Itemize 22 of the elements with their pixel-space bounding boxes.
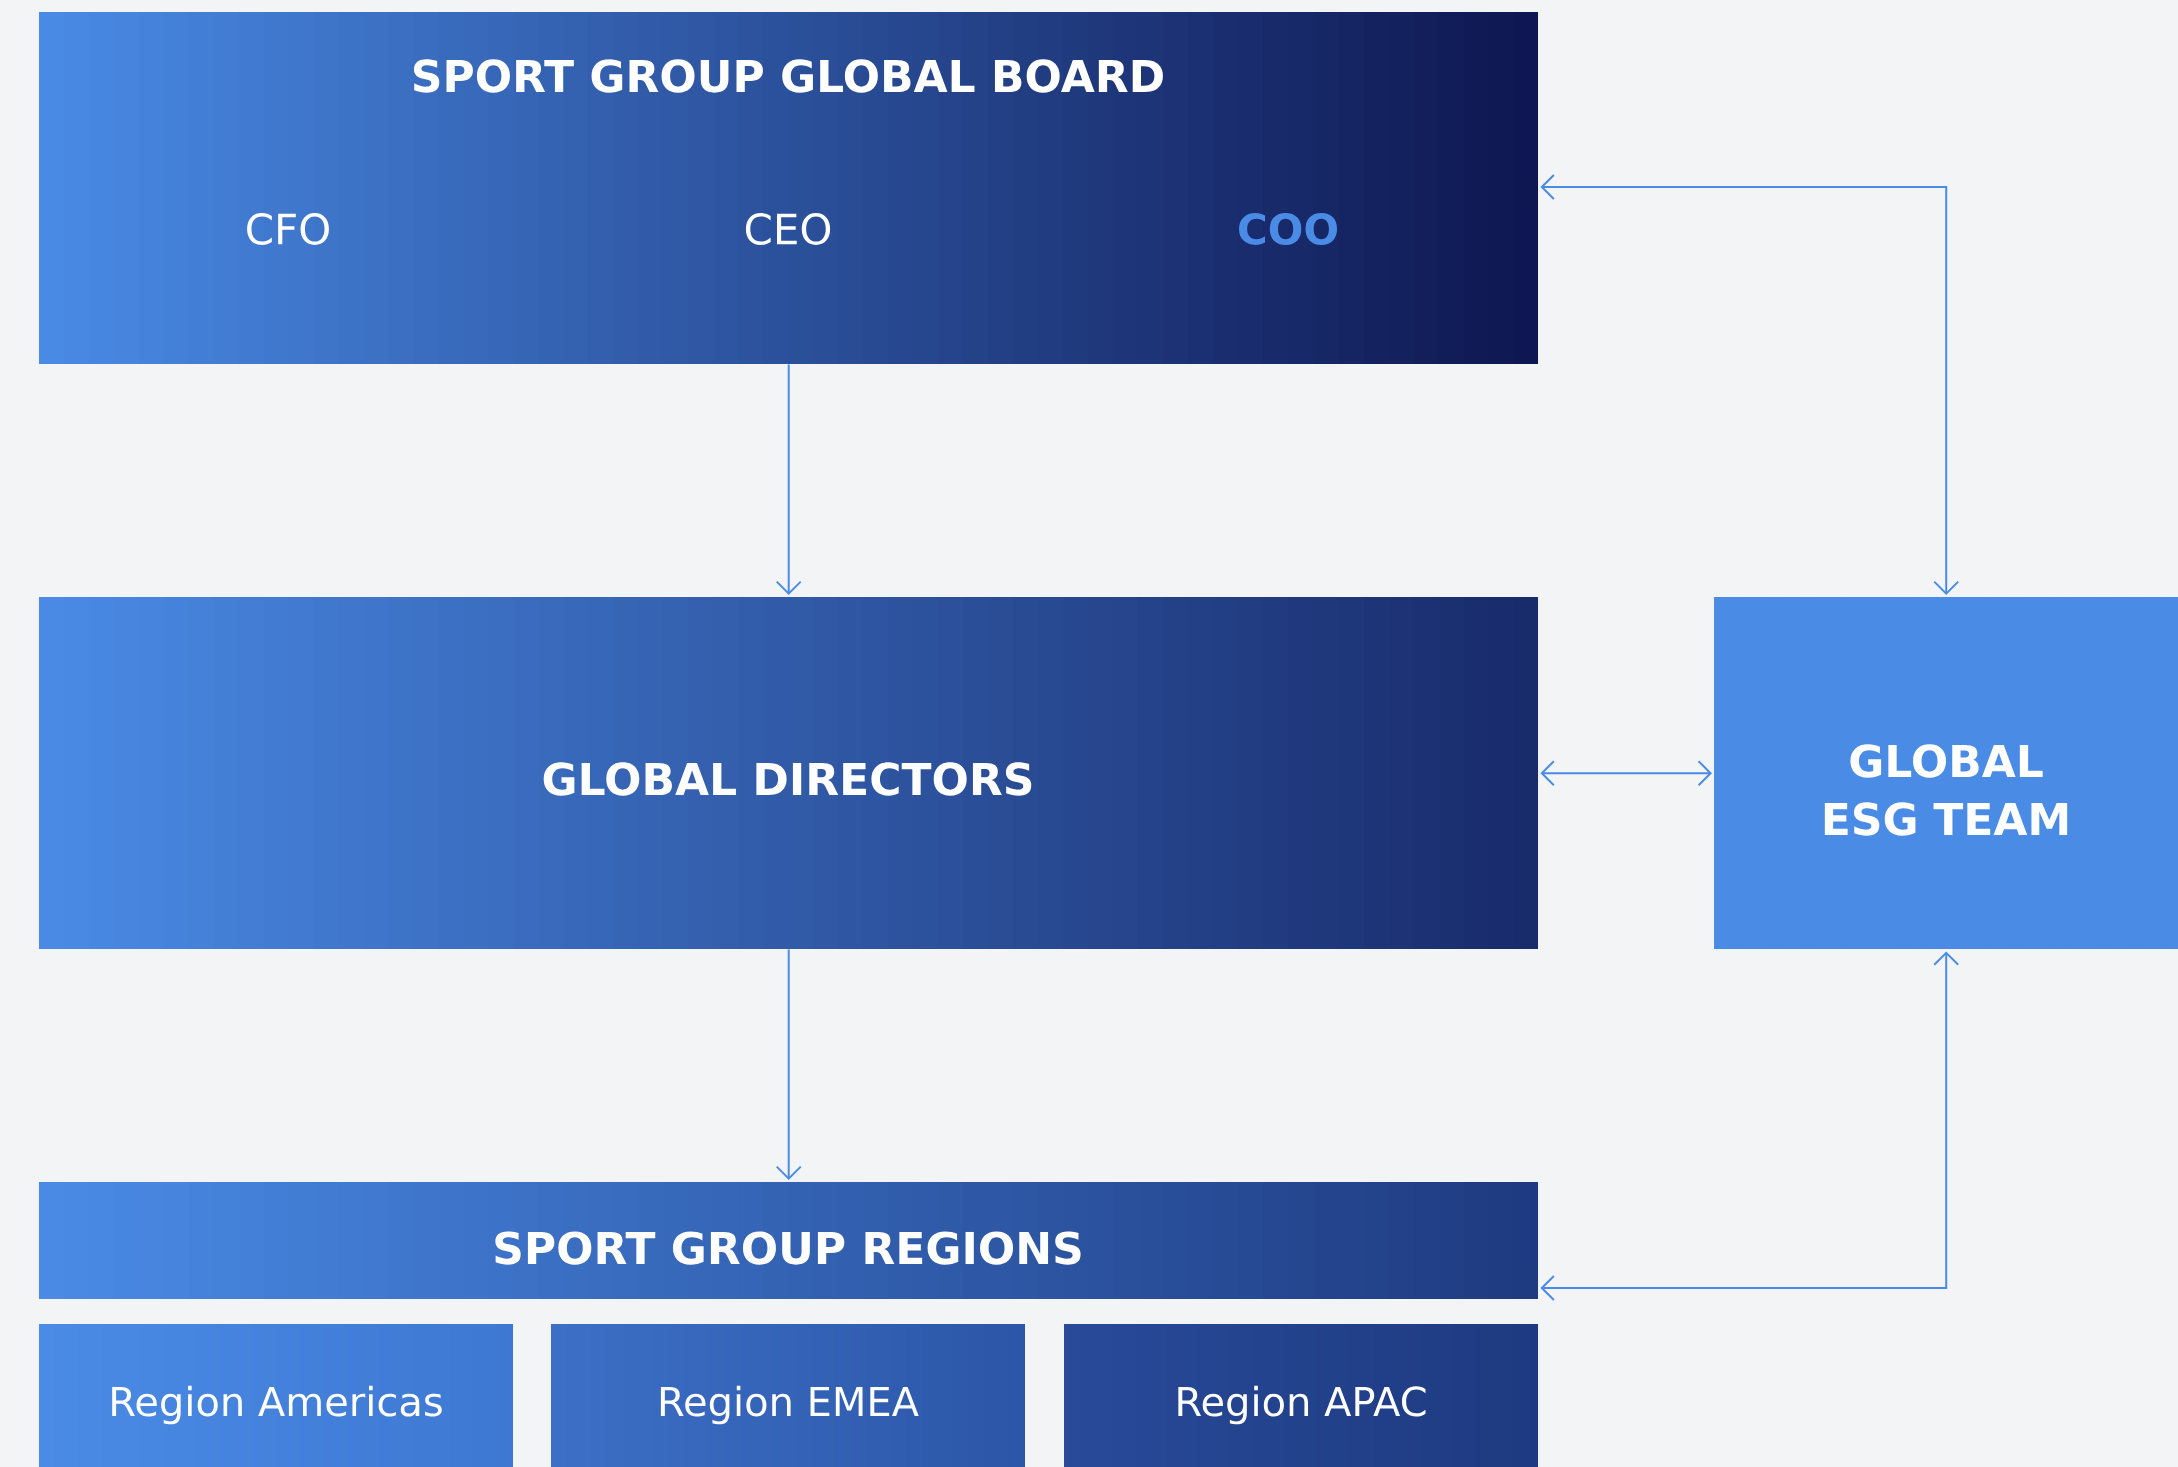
node-label: SPORT GROUP REGIONS xyxy=(495,1231,1081,1265)
node-label: SPORT GROUP GLOBAL BOARD xyxy=(413,59,1163,93)
region-box: Region APAC xyxy=(1064,1324,1538,1467)
node-label: Region EMEA xyxy=(660,1385,919,1425)
arrow xyxy=(775,948,802,1180)
arrow xyxy=(1540,951,1960,1301)
regions-band: SPORT GROUP REGIONS xyxy=(39,1182,1538,1299)
node-label: Region APAC xyxy=(1178,1385,1426,1425)
arrow xyxy=(1540,174,1960,595)
node-label: COO xyxy=(1238,213,1338,245)
node-label: CEO xyxy=(745,213,831,245)
node-label: Region Americas xyxy=(112,1385,442,1425)
arrow xyxy=(775,363,802,595)
arrow xyxy=(1540,760,1713,787)
team-box: GLOBAL ESG TEAM xyxy=(1714,597,2178,949)
node-label: GLOBAL ESG TEAM xyxy=(1824,744,2068,836)
region-box: Region Americas xyxy=(39,1324,513,1467)
node-label: GLOBAL DIRECTORS xyxy=(543,762,1032,796)
directors-box: GLOBAL DIRECTORS xyxy=(39,597,1538,949)
board-box: SPORT GROUP GLOBAL BOARD CFO CEO COO xyxy=(39,12,1538,364)
node-label: CFO xyxy=(247,213,329,245)
region-box: Region EMEA xyxy=(551,1324,1025,1467)
